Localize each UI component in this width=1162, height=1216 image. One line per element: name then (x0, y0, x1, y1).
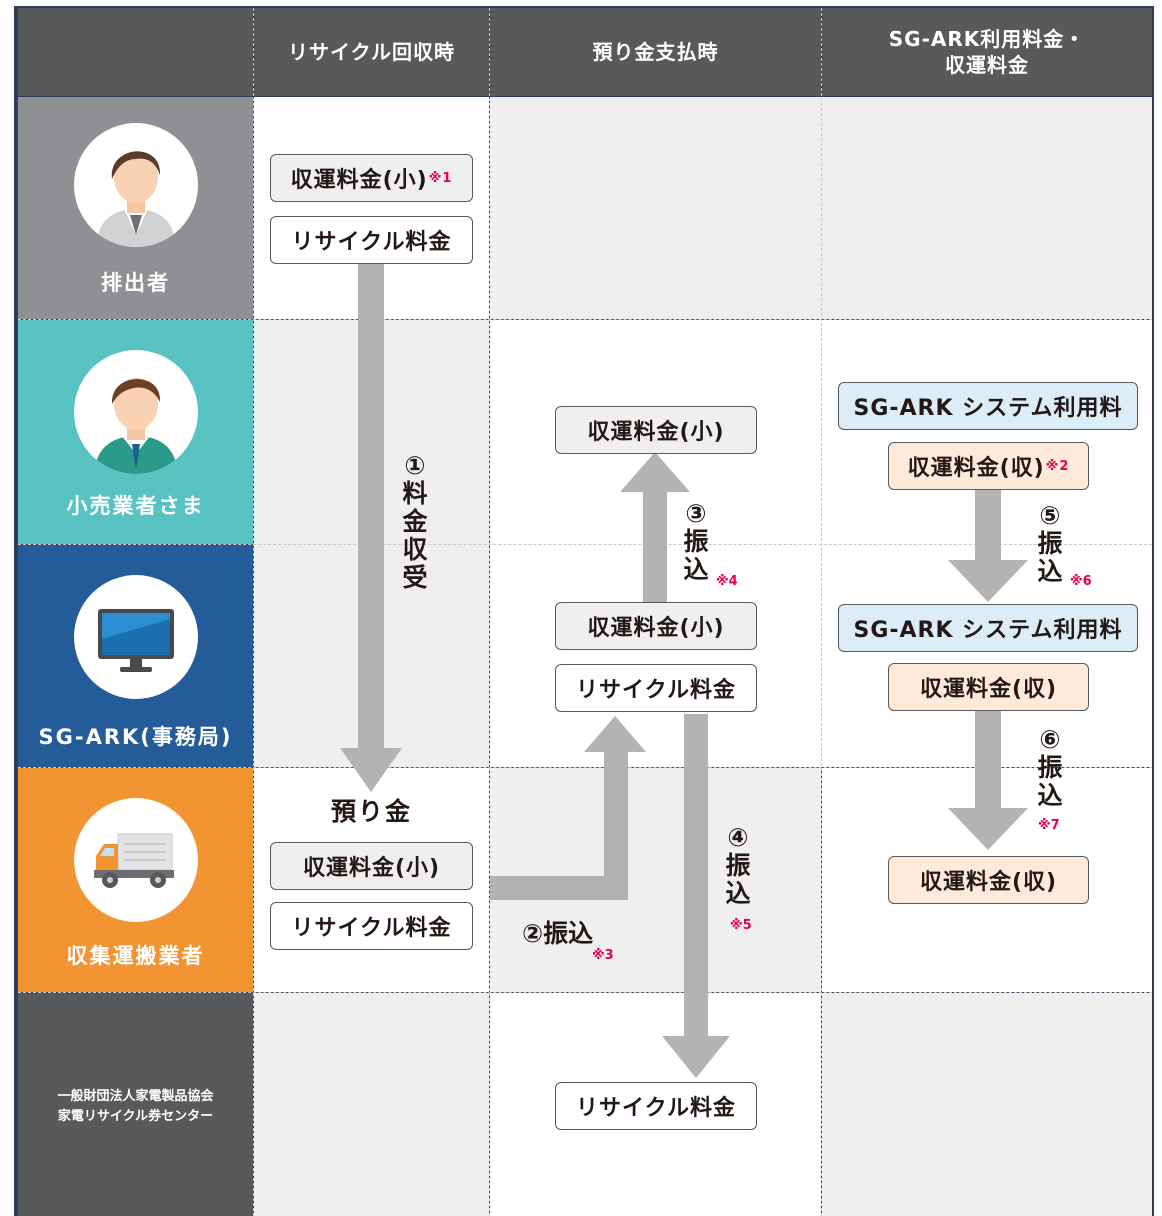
arrow-5-number: ⑤ (1039, 501, 1061, 530)
box-label: 収運料金(小) (290, 168, 428, 193)
box-shuun-shu-collector: 収運料金(収) (888, 856, 1089, 904)
grid-divider (253, 8, 254, 1216)
arrow-2 (490, 716, 646, 900)
note-1: ※1 (428, 170, 453, 186)
box-label: 収運料金(収) (919, 677, 1058, 702)
box-label: リサイクル料金 (576, 678, 736, 703)
row-label-collector-text: 収集運搬業者 (66, 944, 205, 968)
arrow-5-char: 振 (1037, 529, 1063, 558)
cell (822, 993, 1152, 1216)
note-3: ※3 (592, 948, 614, 963)
box-recycle-fee-sgark: リサイクル料金 (555, 664, 757, 712)
row-label-retailer-text: 小売業者さま (66, 494, 205, 518)
grid-divider (18, 544, 1152, 545)
arrow-2-label: ②振込 (522, 919, 594, 948)
arrow-1-char: 受 (402, 563, 428, 592)
person-worker-icon (74, 350, 198, 474)
arrow-3-char: 振 (683, 527, 709, 556)
arrow-4-number: ④ (727, 823, 749, 852)
box-shuun-shu-sgark: 収運料金(収) (888, 663, 1089, 711)
box-recycle-fee-center: リサイクル料金 (555, 1082, 757, 1130)
row-label-center-line1: 一般財団法人家電製品協会 (57, 1089, 214, 1104)
header-corner (18, 8, 253, 96)
row-label-center-line2: 家電リサイクル券センター (57, 1109, 214, 1124)
box-shuun-small-sgark: 収運料金(小) (555, 602, 757, 650)
box-label: SG-ARK システム利用料 (853, 618, 1123, 643)
grid-divider (18, 767, 1152, 768)
header-col3-line2: 収運料金 (945, 53, 1029, 77)
arrow-1-label: ① 料 金 収 受 (398, 452, 432, 592)
arrow-6-number: ⑥ (1039, 725, 1061, 754)
arrow-1-char: 金 (402, 507, 428, 536)
note-7: ※7 (1038, 818, 1060, 833)
arrow-3 (620, 452, 690, 604)
truck-icon (74, 798, 198, 922)
row-label-sgark-text: SG-ARK(事務局) (38, 725, 233, 749)
arrow-6-char: 込 (1037, 781, 1063, 810)
box-shuun-shu-retailer: 収運料金(収)※2 (888, 442, 1089, 490)
box-label: リサイクル料金 (291, 230, 452, 255)
grid-divider (821, 8, 822, 1216)
arrow-3-number: ③ (685, 499, 707, 528)
box-shuun-small-retailer: 収運料金(小) (555, 406, 757, 454)
box-shuun-small-discharger: 収運料金(小)※1 (270, 154, 473, 202)
grid-divider (489, 8, 490, 1216)
person-male-icon (74, 123, 198, 247)
box-label: 収運料金(収) (919, 870, 1058, 895)
header-col-sgark-fee: SG-ARK利用料金・ 収運料金 (822, 8, 1152, 96)
box-sgark-fee-sgark: SG-ARK システム利用料 (838, 604, 1138, 652)
arrow-3-label: ③ 振 込 (680, 500, 712, 584)
box-recycle-fee-discharger: リサイクル料金 (270, 216, 473, 264)
box-label: 収運料金(収) (907, 456, 1045, 481)
header-col-deposit-payment: 預り金支払時 (490, 8, 821, 96)
box-label: リサイクル料金 (291, 916, 452, 941)
note-4: ※4 (716, 574, 738, 589)
arrow-5 (948, 490, 1028, 602)
box-sgark-fee-retailer: SG-ARK システム利用料 (838, 382, 1138, 430)
note-6: ※6 (1070, 574, 1092, 589)
box-label: 収運料金(小) (587, 616, 725, 641)
box-label: SG-ARK システム利用料 (853, 396, 1123, 421)
box-label: 収運料金(小) (302, 856, 441, 881)
arrow-4 (662, 714, 730, 1078)
header-col1-label: リサイクル回収時 (288, 40, 455, 64)
row-label-discharger-text: 排出者 (101, 271, 170, 295)
arrow-6 (948, 710, 1028, 850)
grid-divider (18, 319, 1152, 320)
header-col2-label: 預り金支払時 (592, 40, 719, 64)
box-label: 収運料金(小) (587, 420, 725, 445)
row-label-sgark: SG-ARK(事務局) (18, 545, 253, 767)
deposit-label: 預り金 (330, 797, 412, 826)
box-shuun-small-collector: 収運料金(小) (270, 842, 473, 890)
arrow-1-char: 収 (402, 535, 428, 564)
header-col3-line1: SG-ARK利用料金・ (888, 27, 1086, 51)
arrow-4-label: ④ 振 込 (722, 824, 754, 908)
arrow-6-label: ⑥ 振 込 (1034, 726, 1066, 810)
arrow-1 (340, 262, 402, 792)
arrow-4-char: 振 (725, 851, 751, 880)
arrow-3-char: 込 (683, 555, 709, 584)
arrow-6-char: 振 (1037, 753, 1063, 782)
arrow-4-char: 込 (725, 879, 751, 908)
box-label: リサイクル料金 (576, 1096, 736, 1121)
row-label-retailer: 小売業者さま (18, 320, 253, 544)
monitor-icon (74, 575, 198, 699)
arrow-1-number: ① (404, 451, 426, 480)
row-label-discharger: 排出者 (18, 97, 253, 319)
grid-divider (18, 992, 1152, 993)
arrow-5-char: 込 (1037, 557, 1063, 586)
box-recycle-fee-collector: リサイクル料金 (270, 902, 473, 950)
row-label-center: 一般財団法人家電製品協会 家電リサイクル券センター (18, 993, 253, 1216)
arrow-5-label: ⑤ 振 込 (1034, 502, 1066, 586)
note-5: ※5 (730, 918, 752, 933)
note-2: ※2 (1045, 458, 1070, 474)
row-label-collector: 収集運搬業者 (18, 768, 253, 992)
arrow-1-char: 料 (402, 479, 428, 508)
header-col-recycle-collection: リサイクル回収時 (254, 8, 489, 96)
cell (254, 993, 489, 1216)
